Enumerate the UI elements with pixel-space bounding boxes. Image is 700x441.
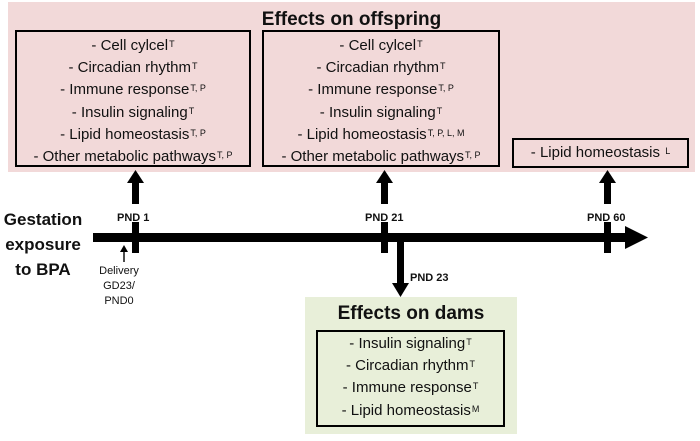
- arrow-up-pnd21-head: [376, 170, 393, 183]
- dams-title: Effects on dams: [337, 303, 485, 324]
- arrow-down-pnd23-head: [392, 283, 409, 297]
- effect-source: T: [417, 39, 423, 49]
- effect-text: - Cell cylcel: [339, 37, 417, 54]
- effect-source: T: [466, 337, 472, 347]
- effect-source: T, P: [438, 83, 454, 94]
- effect-item: - Circadian rhythmT: [264, 57, 498, 79]
- dams-effects-box: - Insulin signalingT- Circadian rhythmT-…: [316, 330, 505, 427]
- timeline-arrowhead: [625, 226, 648, 249]
- arrow-up-pnd21: [381, 182, 388, 204]
- effect-text: - Immune response: [308, 81, 438, 99]
- effect-item: - Lipid homeostasisM: [318, 400, 503, 422]
- arrow-up-pnd60-head: [599, 170, 616, 183]
- effect-item: - Lipid homeostasis L: [514, 142, 687, 164]
- offspring-pnd1-list: - Cell cylcelT- Circadian rhythmT- Immun…: [17, 35, 249, 168]
- arrow-up-pnd60: [604, 182, 611, 204]
- arrow-up-pnd1: [132, 182, 139, 204]
- pnd1-label: PND 1: [117, 212, 150, 224]
- effect-source: T, P: [190, 127, 206, 138]
- timeline-bar: [93, 233, 625, 242]
- arrow-down-pnd23: [397, 240, 404, 284]
- effect-text: - Lipid homeostasis: [341, 401, 471, 419]
- effect-item: - Immune responseT, P: [17, 79, 249, 101]
- effect-item: - Insulin signalingT: [264, 102, 498, 124]
- pnd23-label: PND 23: [410, 272, 449, 284]
- effect-source: T, P: [217, 150, 233, 161]
- effect-item: - Other metabolic pathwaysT, P: [264, 146, 498, 168]
- effect-text: - Insulin signaling: [349, 335, 466, 352]
- tick-pnd21: [381, 222, 388, 253]
- effect-text: - Cell cylcel: [91, 37, 169, 54]
- effect-source: T, P, L, M: [427, 127, 465, 138]
- delivery-arrow-head: [120, 245, 128, 252]
- offspring-title: Effects on offspring: [261, 9, 442, 30]
- effect-item: - Other metabolic pathwaysT, P: [17, 146, 249, 168]
- effect-source: T, P: [190, 83, 206, 94]
- effect-text: - Circadian rhythm: [316, 59, 440, 77]
- effect-item: - Cell cylcelT: [264, 35, 498, 57]
- offspring-pnd60-box: - Lipid homeostasis L: [512, 138, 689, 168]
- offspring-pnd21-list: - Cell cylcelT- Circadian rhythmT- Immun…: [264, 35, 498, 168]
- effect-source: T: [436, 105, 443, 116]
- pnd60-label: PND 60: [587, 212, 626, 224]
- effect-source: T: [472, 381, 479, 392]
- effect-text: - Circadian rhythm: [345, 357, 469, 375]
- tick-pnd60: [604, 222, 611, 253]
- effect-text: - Lipid homeostasis: [60, 125, 190, 143]
- effect-item: - Lipid homeostasisT, P: [17, 124, 249, 146]
- effect-text: - Lipid homeostasis: [530, 144, 665, 161]
- effect-item: - Insulin signalingT: [17, 102, 249, 124]
- delivery-label: Delivery GD23/ PND0: [99, 265, 139, 307]
- effect-text: - Other metabolic pathways: [33, 148, 217, 166]
- exposure-label: Gestation exposure to BPA: [3, 210, 83, 279]
- effect-item: - Circadian rhythmT: [318, 355, 503, 377]
- effect-text: - Immune response: [60, 81, 190, 99]
- arrow-up-pnd1-head: [127, 170, 144, 183]
- dams-effects-list: - Insulin signalingT- Circadian rhythmT-…: [318, 333, 503, 422]
- effect-text: - Other metabolic pathways: [281, 148, 465, 166]
- effect-source: L: [665, 146, 671, 156]
- dams-panel: Effects on dams - Insulin signalingT- Ci…: [305, 297, 517, 434]
- effect-source: T: [169, 39, 175, 49]
- offspring-pnd21-box: - Cell cylcelT- Circadian rhythmT- Immun…: [262, 30, 500, 167]
- effect-text: - Lipid homeostasis: [297, 125, 427, 143]
- offspring-pnd60-list: - Lipid homeostasis L: [514, 142, 687, 164]
- effect-source: T: [188, 105, 195, 116]
- effect-source: T, P: [465, 150, 481, 161]
- effect-item: - Insulin signalingT: [318, 333, 503, 355]
- effect-text: - Circadian rhythm: [68, 59, 192, 77]
- effect-item: - Circadian rhythmT: [17, 57, 249, 79]
- pnd21-label: PND 21: [365, 212, 404, 224]
- effect-item: - Cell cylcelT: [17, 35, 249, 57]
- effect-text: - Immune response: [342, 379, 472, 397]
- effect-item: - Immune responseT: [318, 377, 503, 399]
- effect-text: - Insulin signaling: [319, 103, 436, 121]
- effect-item: - Immune responseT, P: [264, 79, 498, 101]
- tick-pnd1: [132, 222, 139, 253]
- offspring-pnd1-box: - Cell cylcelT- Circadian rhythmT- Immun…: [15, 30, 251, 167]
- effect-source: M: [471, 403, 480, 414]
- effect-source: T: [469, 359, 476, 370]
- effect-text: - Insulin signaling: [71, 103, 188, 121]
- effect-source: T: [192, 61, 198, 72]
- effect-source: T: [440, 61, 446, 72]
- effect-item: - Lipid homeostasisT, P, L, M: [264, 124, 498, 146]
